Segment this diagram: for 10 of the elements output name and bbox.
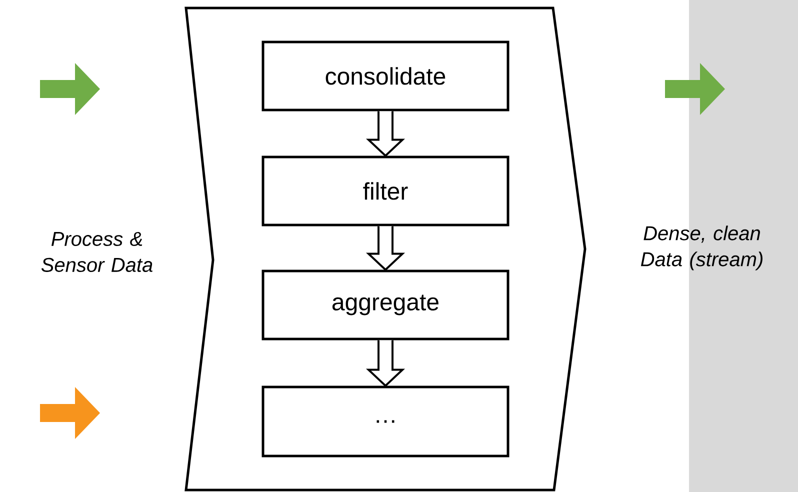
block-arrow <box>366 110 406 158</box>
process-box: consolidate <box>262 40 510 112</box>
side-label: Dense, clean Data (stream) <box>640 226 762 270</box>
process-box: … <box>262 386 510 458</box>
process-box: aggregate <box>262 270 510 340</box>
block-arrow <box>366 339 406 388</box>
process-box: filter <box>262 156 510 226</box>
side-label: Process & Sensor Data <box>41 232 152 272</box>
chevron-band <box>184 6 586 492</box>
block-arrow <box>366 225 406 272</box>
